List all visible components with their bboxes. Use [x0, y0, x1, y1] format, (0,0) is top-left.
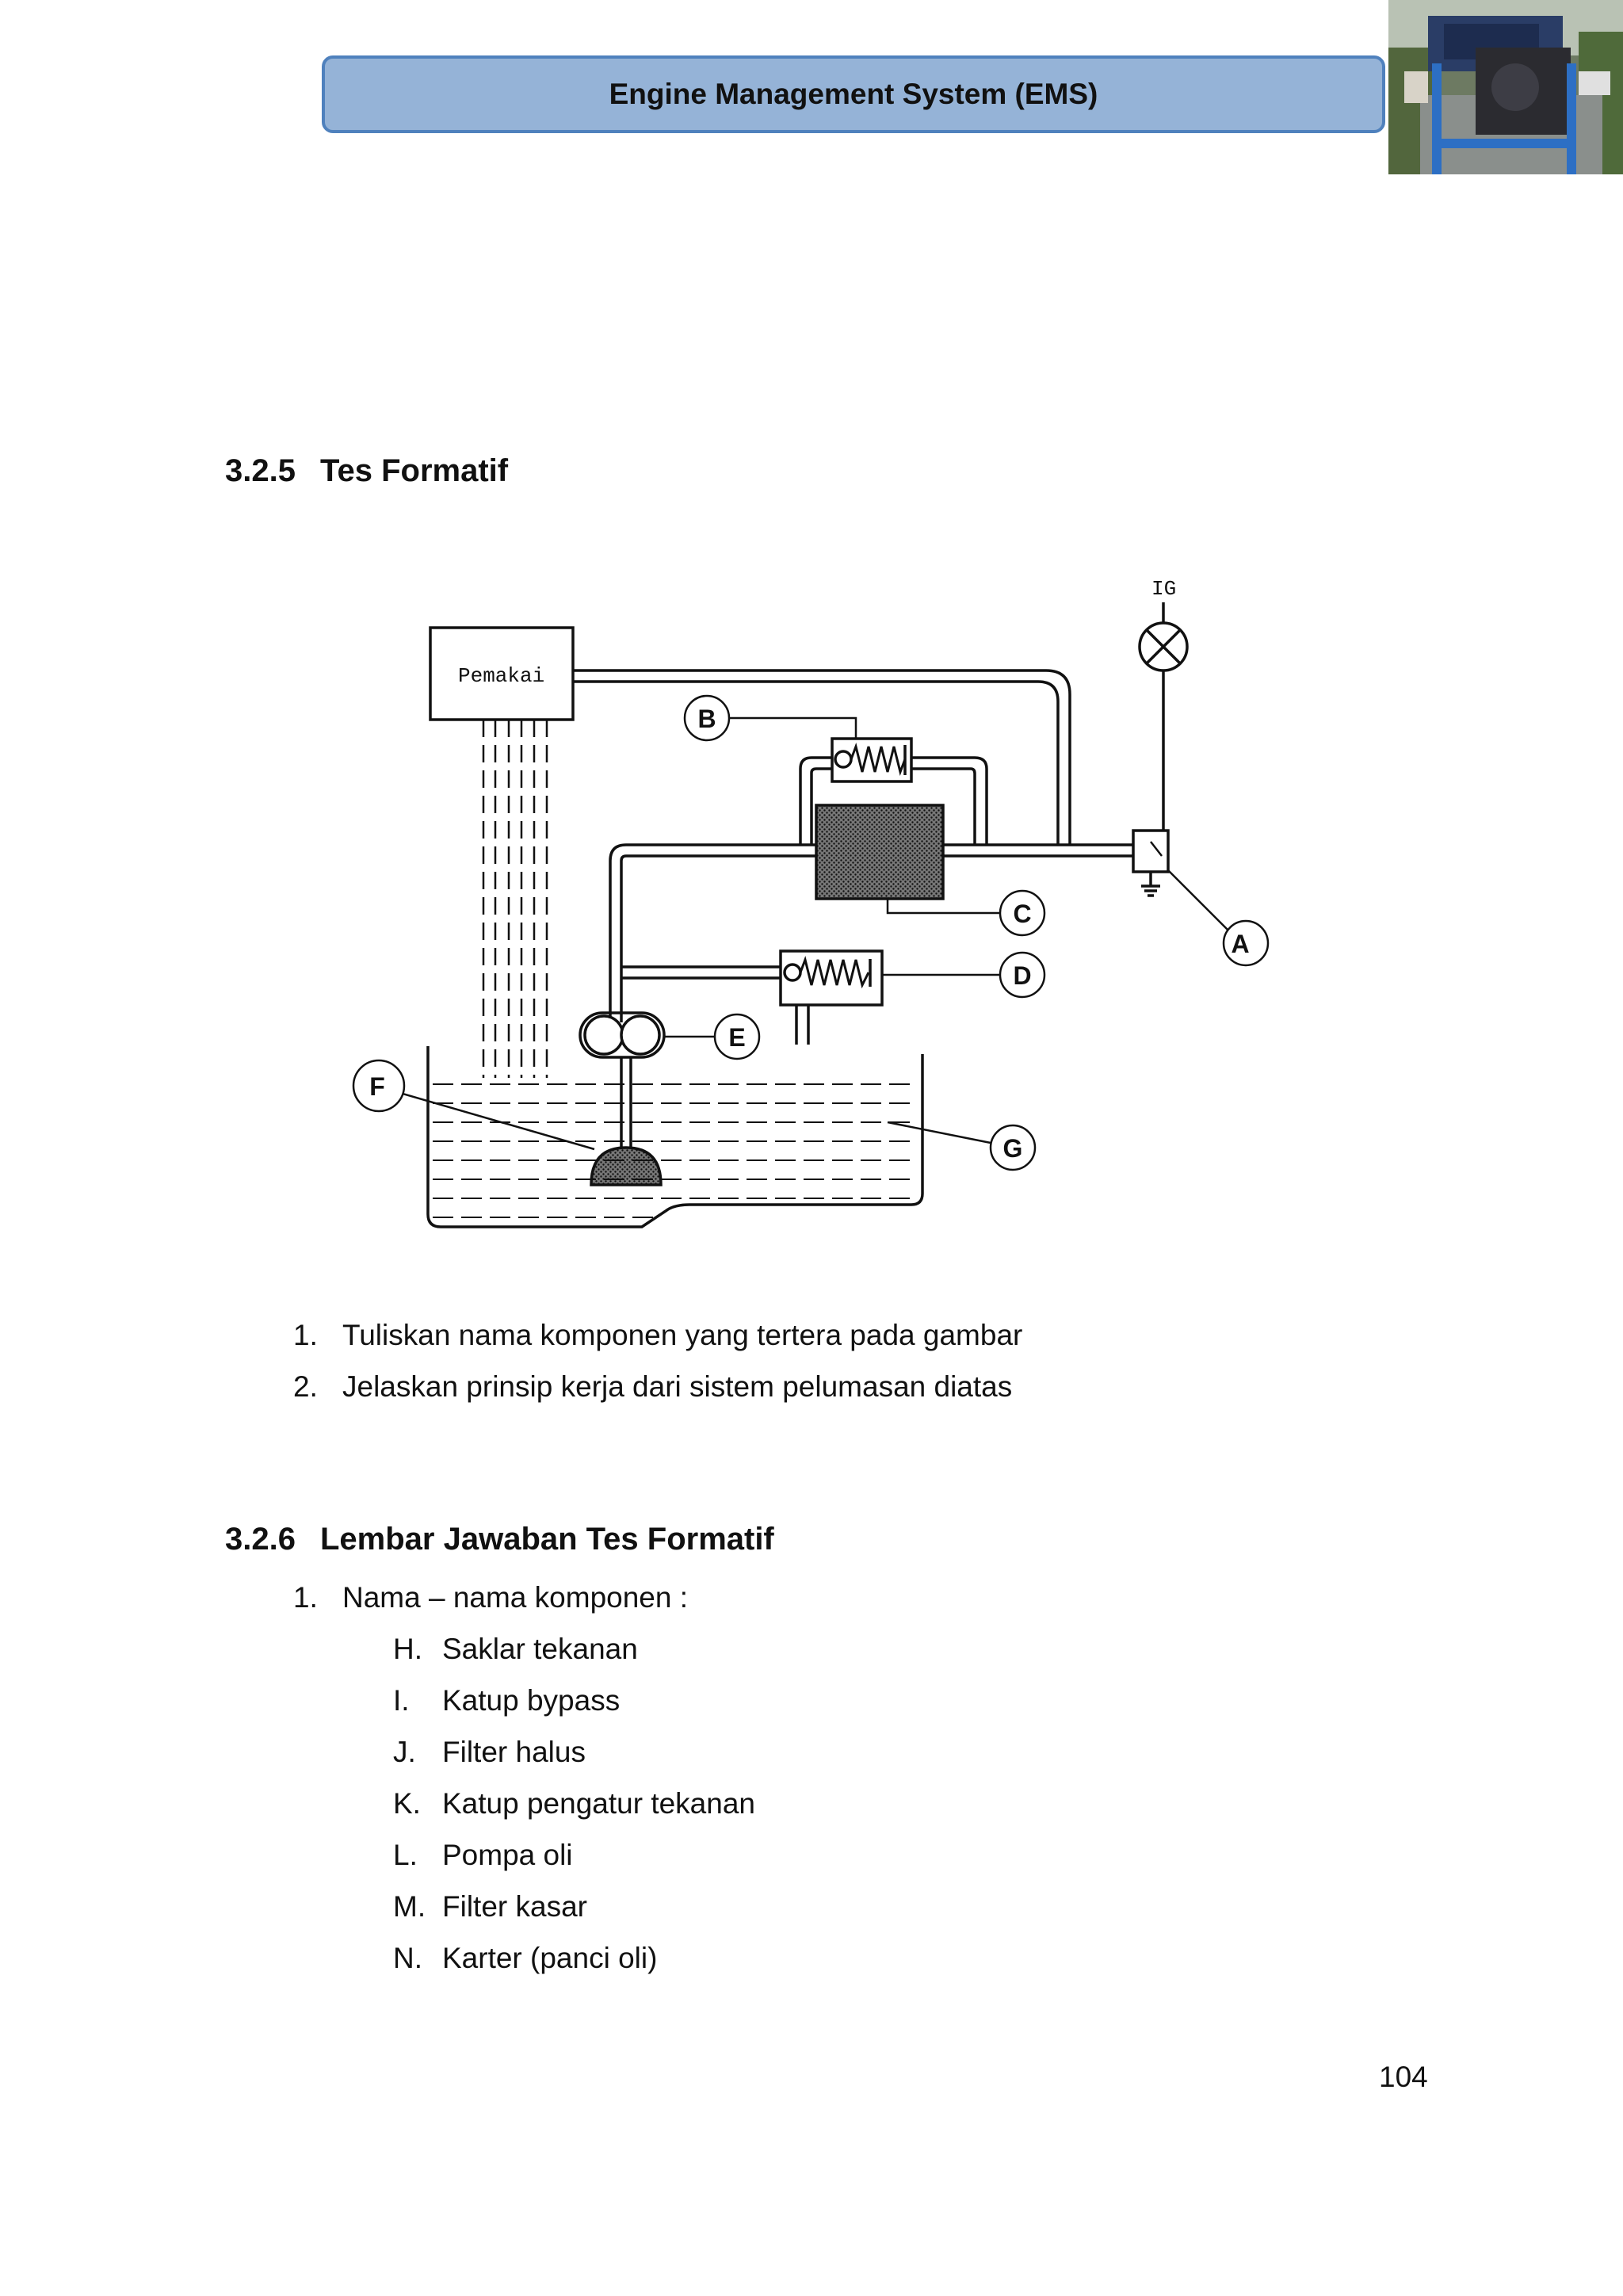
consumer-box — [429, 626, 575, 721]
list-item: K. Katup pengatur tekanan — [393, 1778, 755, 1829]
callout-f — [352, 1059, 406, 1113]
label-e: E — [728, 1023, 745, 1052]
list-marker: 1. — [293, 1581, 318, 1614]
list-item: 1. Nama – nama komponen : — [293, 1572, 688, 1623]
list-item: H. Saklar tekanan — [393, 1623, 755, 1675]
list-text: Nama – nama komponen : — [342, 1581, 689, 1614]
list-marker: L. — [393, 1839, 418, 1871]
section-title-lembar-jawaban: 3.2.6 Lembar Jawaban Tes Formatif — [225, 1522, 774, 1557]
engine-trainer-photo — [1388, 0, 1623, 174]
page-number: 104 — [1379, 2061, 1428, 2093]
list-text: Katup pengatur tekanan — [442, 1787, 755, 1820]
question-list: 1. Tuliskan nama komponen yang tertera p… — [293, 1309, 1022, 1412]
list-text: Saklar tekanan — [442, 1633, 638, 1665]
list-marker: J. — [393, 1736, 416, 1768]
section-title-tes-formatif: 3.2.5 Tes Formatif — [225, 453, 508, 489]
list-marker: N. — [393, 1942, 422, 1974]
section-heading: Tes Formatif — [320, 453, 509, 488]
lubrication-diagram: Pemakai IG A B C D E F G — [352, 577, 1270, 1228]
list-text: Katup bypass — [442, 1684, 621, 1717]
list-text: Jelaskan prinsip kerja dari sistem pelum… — [342, 1370, 1013, 1403]
header-title: Engine Management System (EMS) — [609, 78, 1098, 110]
ig-label: IG — [1151, 577, 1176, 601]
list-text: Filter kasar — [442, 1890, 587, 1923]
oil-pump — [583, 1014, 624, 1056]
label-d: D — [1013, 961, 1031, 990]
oil-pan — [426, 1046, 924, 1228]
section-heading: Lembar Jawaban Tes Formatif — [320, 1522, 774, 1557]
section-number: 3.2.5 — [225, 453, 296, 488]
answer-list: 1. Nama – nama komponen : — [293, 1572, 688, 1623]
list-marker: I. — [393, 1684, 410, 1717]
list-item: 1. Tuliskan nama komponen yang tertera p… — [293, 1309, 1022, 1361]
list-item: L. Pompa oli — [393, 1829, 755, 1881]
consumer-label: Pemakai — [458, 664, 544, 688]
oil-strainer — [590, 1146, 663, 1186]
label-c: C — [1013, 900, 1031, 928]
label-g: G — [1003, 1134, 1023, 1163]
list-text: Pompa oli — [442, 1839, 573, 1871]
list-item: I. Katup bypass — [393, 1675, 755, 1726]
list-marker: M. — [393, 1890, 426, 1923]
header-bar: Engine Management System (EMS) — [322, 55, 1385, 133]
list-marker: 2. — [293, 1370, 318, 1403]
fine-filter — [815, 804, 945, 900]
list-text: Filter halus — [442, 1736, 586, 1768]
list-item: 2. Jelaskan prinsip kerja dari sistem pe… — [293, 1361, 1022, 1412]
list-item: M. Filter kasar — [393, 1881, 755, 1932]
list-item: N. Karter (panci oli) — [393, 1932, 755, 1984]
callout-a — [1222, 919, 1270, 967]
label-b: B — [697, 705, 716, 733]
list-marker: 1. — [293, 1319, 318, 1351]
pressure-switch — [1132, 829, 1170, 873]
label-f: F — [369, 1072, 385, 1101]
callout-g — [989, 1124, 1037, 1171]
section-number: 3.2.6 — [225, 1522, 296, 1557]
label-a: A — [1231, 930, 1249, 958]
list-text: Tuliskan nama komponen yang tertera pada… — [342, 1319, 1023, 1351]
component-list: H. Saklar tekanan I. Katup bypass J. Filter… — [393, 1623, 755, 1984]
list-text: Karter (panci oli) — [442, 1942, 658, 1974]
list-marker: H. — [393, 1633, 422, 1665]
list-marker: K. — [393, 1787, 421, 1820]
list-item: J. Filter halus — [393, 1726, 755, 1778]
